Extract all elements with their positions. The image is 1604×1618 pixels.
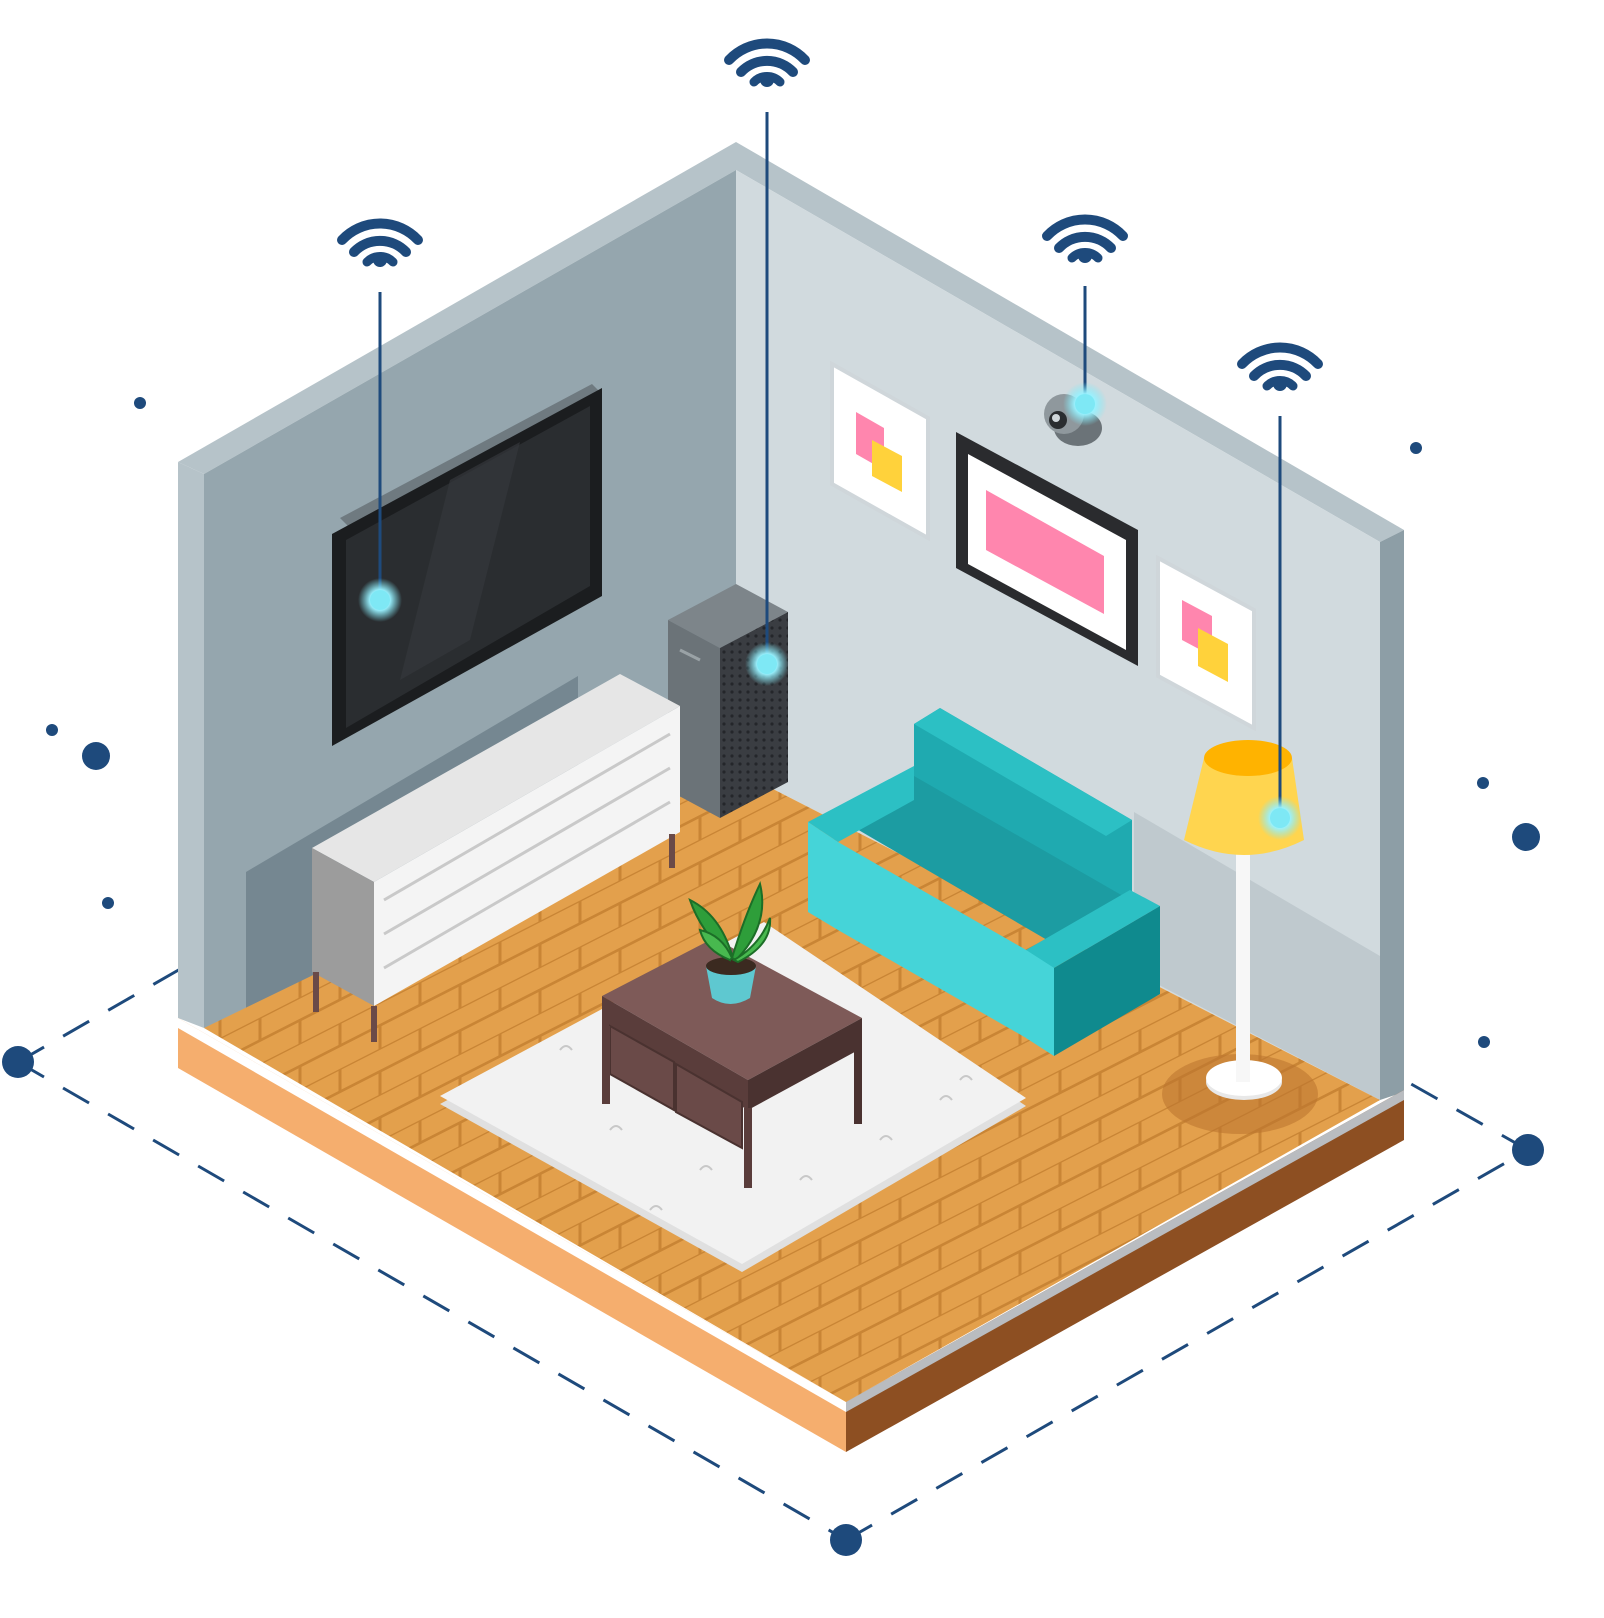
right-wall-top-edge <box>736 142 1404 542</box>
security-camera <box>1044 394 1102 446</box>
sofa-front <box>808 822 838 930</box>
base-corner-markers <box>2 1046 1544 1556</box>
tv <box>332 384 602 746</box>
base-outline <box>17 966 1529 1542</box>
camera-signal-dot <box>1063 382 1107 426</box>
air-purifier <box>668 584 788 818</box>
floor-front-right <box>846 1090 1404 1452</box>
purifier-front <box>720 612 788 818</box>
floor-front-left <box>178 1018 846 1452</box>
corner-dot-bottom <box>830 1524 862 1556</box>
sofa <box>808 708 1160 1056</box>
potted-plant <box>688 881 772 1004</box>
sofa-seat <box>838 776 1130 944</box>
purifier-side <box>668 620 720 818</box>
wifi-icon <box>1237 342 1323 391</box>
floor-lamp <box>1162 740 1318 1134</box>
sideboard <box>312 674 680 1042</box>
corner-dot-left <box>2 1046 34 1078</box>
corner-dot-right <box>1512 1134 1544 1166</box>
frame-small-bottom <box>1156 554 1256 732</box>
tv-signal-dot <box>358 578 402 622</box>
decorative-dots <box>46 397 1540 1048</box>
signal-endpoints <box>358 382 1302 840</box>
purifier-signal-dot <box>745 642 789 686</box>
left-wall-top-edge <box>178 142 736 474</box>
sofa-arm-left <box>808 766 914 842</box>
sofa-arm-right <box>1026 890 1160 968</box>
lamp-signal-dot <box>1258 796 1302 840</box>
wifi-icon <box>724 38 810 87</box>
frame-large <box>956 432 1138 666</box>
sideboard-side <box>312 848 374 1006</box>
wifi-icon <box>1042 214 1128 263</box>
sofa-back <box>914 708 1132 908</box>
wifi-icon <box>337 218 423 267</box>
frame-small-top <box>830 360 930 542</box>
right-wall-outer-edge <box>1380 530 1404 1100</box>
left-wall-outer-edge <box>178 462 204 1028</box>
coffee-table <box>602 938 862 1188</box>
wall-art <box>830 360 1256 732</box>
